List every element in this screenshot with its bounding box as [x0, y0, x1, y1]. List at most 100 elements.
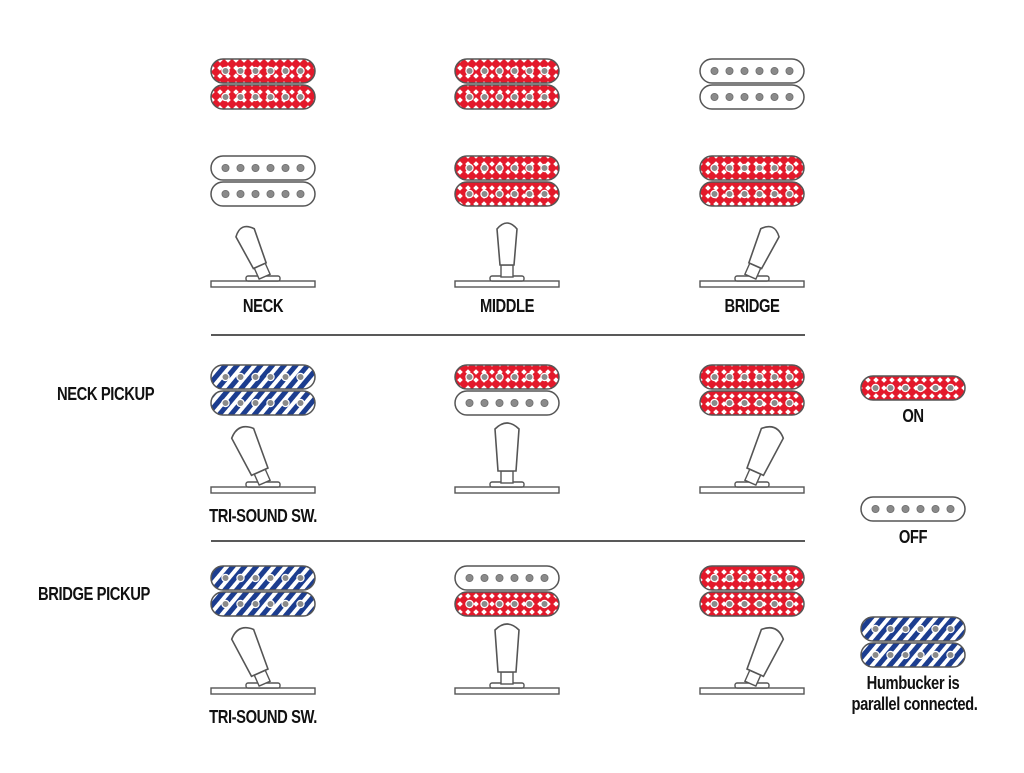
pole-piece — [740, 398, 749, 408]
pickup-coil-parallel — [860, 616, 966, 642]
pole-piece — [510, 189, 519, 199]
pole-piece — [886, 504, 895, 513]
pole-piece — [525, 398, 534, 407]
pickup-coil-on — [699, 390, 805, 416]
pole-piece — [465, 189, 474, 199]
pole-piece — [725, 163, 734, 173]
pole-piece — [480, 92, 489, 102]
pole-piece — [710, 599, 719, 609]
pole-piece — [901, 624, 910, 634]
pole-piece — [770, 599, 779, 609]
pole-piece — [251, 599, 260, 609]
pole-piece — [465, 372, 474, 382]
humbucker-pickup — [454, 155, 560, 207]
legend — [860, 375, 966, 668]
pole-piece — [480, 398, 489, 407]
pole-piece — [755, 67, 764, 76]
pole-piece — [510, 574, 519, 583]
pole-piece — [725, 398, 734, 408]
pole-piece — [296, 599, 305, 609]
pole-piece — [770, 163, 779, 173]
pickup-coil-parallel — [210, 364, 316, 390]
selector-switch-center — [454, 623, 560, 695]
pole-piece — [495, 372, 504, 382]
pole-piece — [901, 383, 910, 393]
pickup-coil-on — [210, 58, 316, 84]
pickup-coil-on — [699, 155, 805, 181]
pole-piece — [296, 372, 305, 382]
humbucker-pickup — [210, 58, 316, 110]
pole-piece — [540, 163, 549, 173]
pole-piece — [510, 372, 519, 382]
humbucker-pickup — [699, 565, 805, 617]
pole-piece — [296, 92, 305, 102]
pole-piece — [510, 163, 519, 173]
pole-piece — [871, 383, 880, 393]
selector-switch-center — [454, 222, 560, 288]
pole-piece — [281, 398, 290, 408]
pole-piece — [901, 504, 910, 513]
pickup-coil-on — [454, 364, 560, 390]
section-dividers — [211, 334, 805, 542]
pole-piece — [251, 189, 260, 198]
pole-piece — [916, 504, 925, 513]
pole-piece — [946, 504, 955, 513]
pole-piece — [236, 66, 245, 76]
pole-piece — [871, 504, 880, 513]
pickup-coil-off — [699, 84, 805, 110]
position-label-middle: MIDDLE — [479, 296, 535, 316]
pickup-coil-off — [699, 58, 805, 84]
pole-piece — [525, 92, 534, 102]
humbucker-pickup — [454, 364, 560, 416]
tri-sound-label: TRI-SOUND SW. — [209, 707, 317, 727]
pole-piece — [236, 163, 245, 172]
pickup-coil-on — [454, 591, 560, 617]
pole-piece — [525, 574, 534, 583]
row-label-neck-pickup: NECK PICKUP — [57, 384, 155, 404]
pole-piece — [740, 189, 749, 199]
position-label-neck: NECK — [242, 296, 284, 316]
pole-piece — [916, 650, 925, 660]
pole-piece — [525, 372, 534, 382]
pole-piece — [710, 398, 719, 408]
pole-piece — [540, 574, 549, 583]
pickup-coil-on — [454, 181, 560, 207]
humbucker-pickup — [210, 155, 316, 207]
pole-piece — [221, 66, 230, 76]
pole-piece — [465, 398, 474, 407]
pole-piece — [281, 372, 290, 382]
selector-switch-right — [699, 626, 805, 695]
pole-piece — [281, 163, 290, 172]
pole-piece — [296, 573, 305, 583]
pole-piece — [266, 573, 275, 583]
humbucker-pickup — [699, 364, 805, 416]
legend-label-parallel: Humbucker is parallel connected. — [852, 673, 978, 715]
pole-piece — [755, 93, 764, 102]
pole-piece — [755, 189, 764, 199]
pole-piece — [221, 599, 230, 609]
pole-piece — [221, 92, 230, 102]
pole-piece — [931, 624, 940, 634]
pole-piece — [886, 383, 895, 393]
pole-piece — [785, 599, 794, 609]
pole-piece — [296, 189, 305, 198]
pole-piece — [710, 372, 719, 382]
pole-piece — [495, 66, 504, 76]
switch-lever — [235, 225, 272, 281]
pole-piece — [281, 599, 290, 609]
pole-piece — [725, 573, 734, 583]
pickup-coil-on — [454, 84, 560, 110]
pole-piece — [740, 573, 749, 583]
pole-piece — [525, 163, 534, 173]
pickup-coil-parallel — [210, 565, 316, 591]
pole-piece — [886, 650, 895, 660]
pole-piece — [296, 398, 305, 408]
pole-piece — [281, 92, 290, 102]
pole-piece — [946, 624, 955, 634]
selector-switch-right — [699, 225, 805, 288]
pole-piece — [266, 398, 275, 408]
pole-piece — [710, 67, 719, 76]
pickup-coil-on — [699, 591, 805, 617]
pole-piece — [785, 67, 794, 76]
selector-switch-right — [699, 425, 805, 494]
